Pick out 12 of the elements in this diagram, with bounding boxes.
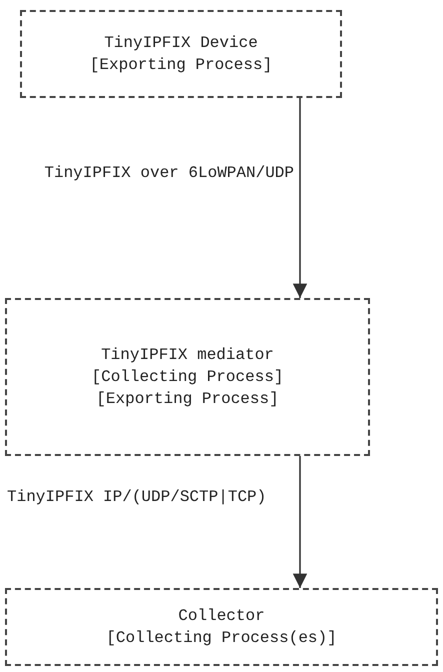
- box-title: TinyIPFIX mediator: [101, 345, 274, 366]
- box-title: Collector: [178, 606, 265, 627]
- process-label: [Collecting Process(es)]: [106, 628, 337, 649]
- process-box: [5, 588, 438, 666]
- process-label: [Exporting Process]: [90, 55, 272, 76]
- arrow: [292, 456, 308, 588]
- process-label: [Exporting Process]: [96, 389, 279, 410]
- process-box: [5, 298, 370, 456]
- box-title: TinyIPFIX Device: [104, 33, 258, 54]
- process-box: [20, 10, 342, 98]
- arrow: [292, 98, 308, 298]
- process-label: [Collecting Process]: [91, 367, 284, 388]
